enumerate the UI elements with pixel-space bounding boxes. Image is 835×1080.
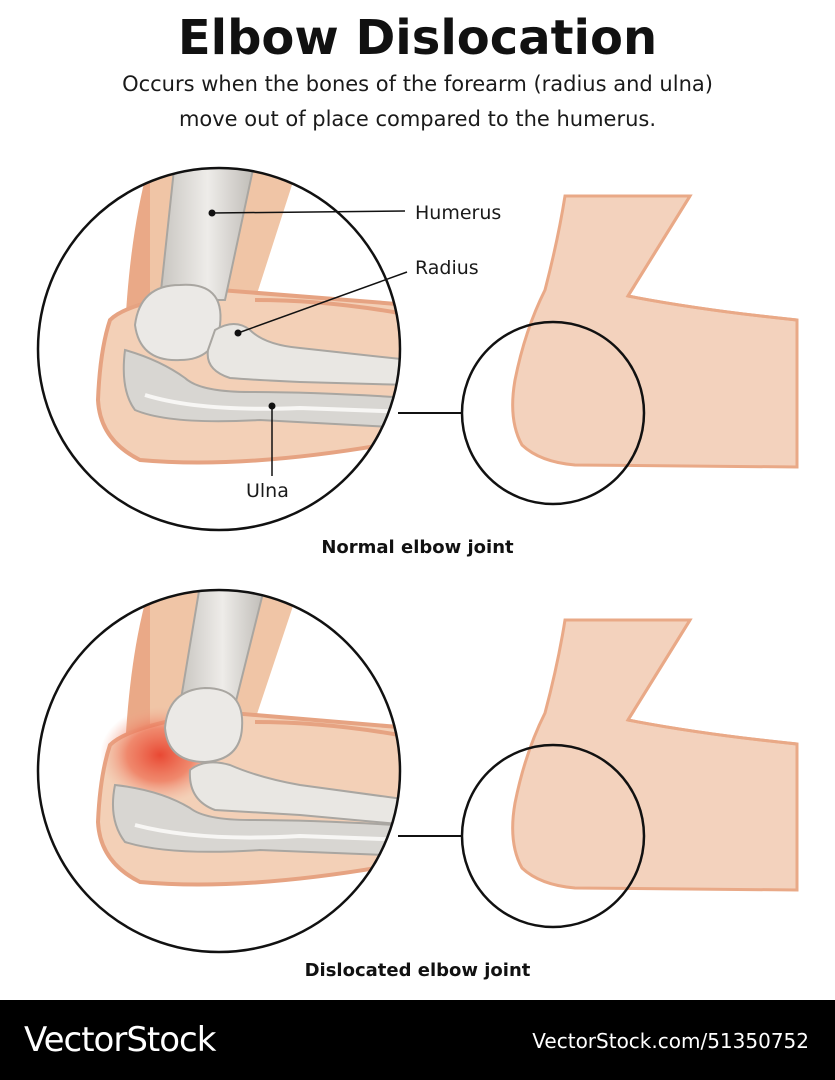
subtitle-line-1: Occurs when the bones of the forearm (ra… [122,72,713,96]
normal-joint-magnified [38,168,400,530]
radius-pointer [234,271,408,337]
dislocated-magnified-circle [36,588,402,954]
illustration: Humerus Radius Ulna [36,166,799,954]
page-title: Elbow Dislocation [177,10,658,66]
dislocated-arm-exterior [511,618,799,892]
footer-bar: VectorStock VectorStock.com/51350752 [0,1000,835,1080]
normal-joint-caption: Normal elbow joint [321,537,514,558]
dislocated-zoom-circle [460,743,646,929]
ulna-pointer [268,402,276,476]
radius-label: Radius [415,257,479,279]
normal-magnified-circle [36,166,402,532]
humerus-label: Humerus [415,202,501,224]
normal-zoom-circle [460,320,646,506]
normal-arm-exterior [511,194,799,469]
humerus-pointer [208,209,406,217]
ulna-label: Ulna [246,480,289,502]
subtitle-line-2: move out of place compared to the humeru… [178,107,657,131]
dislocated-joint-magnified [38,590,400,952]
footer-image-id[interactable]: VectorStock.com/51350752 [532,1029,809,1053]
dislocated-joint-caption: Dislocated elbow joint [304,960,531,981]
footer-brand-logo[interactable]: VectorStock [24,1020,216,1060]
